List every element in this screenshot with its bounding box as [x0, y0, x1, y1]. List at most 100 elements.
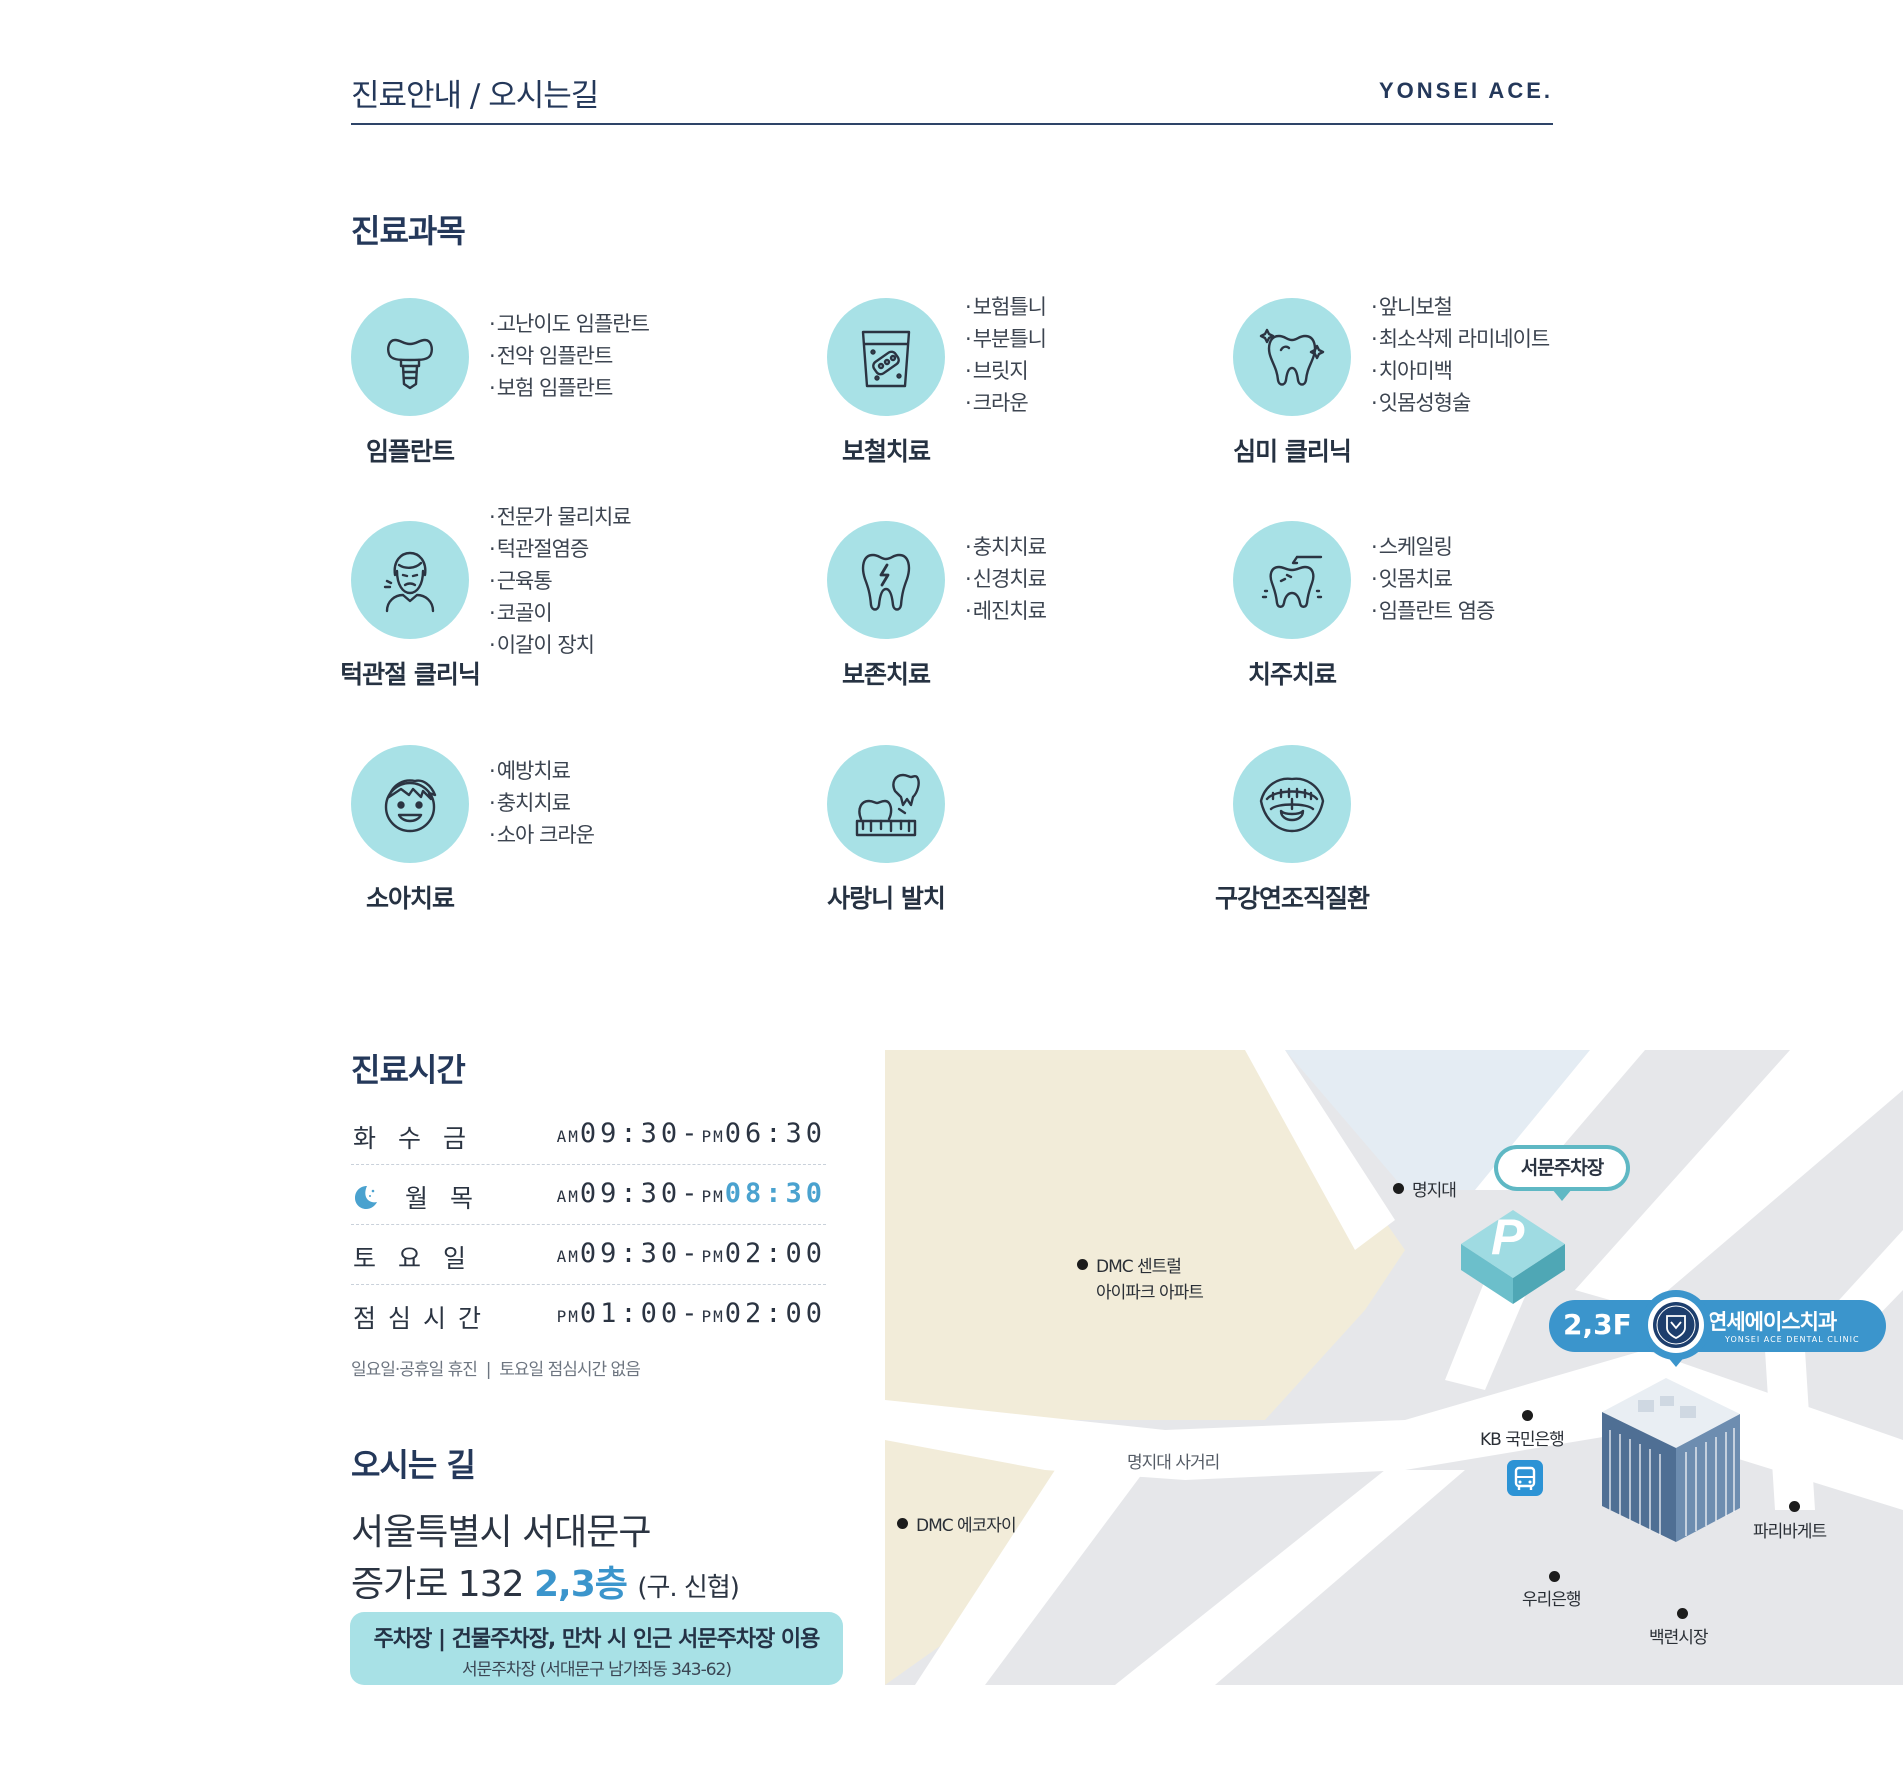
- map-label-kb: KB 국민은행: [1480, 1430, 1565, 1450]
- hours-time: AM09:30-PM08:30: [556, 1178, 826, 1209]
- implant-tooth-icon: [351, 298, 469, 416]
- location-map: 명지대 DMC 센트럴 아이파크 아파트 명지대 사거리 DMC 에코자이 KB…: [885, 1050, 1903, 1685]
- treatment-item: 스케일링: [1371, 531, 1494, 563]
- smiling-child-icon: [351, 745, 469, 863]
- hours-time: AM09:30-PM06:30: [556, 1118, 826, 1149]
- treatment-list: 예방치료 충치치료 소아 크라운: [489, 755, 595, 851]
- dept-name: 사랑니 발치: [827, 884, 946, 913]
- dept-name: 소아치료: [365, 884, 455, 913]
- treatment-list: 충치치료 신경치료 레진치료: [965, 531, 1047, 627]
- hours-day: 점심시간: [353, 1304, 494, 1333]
- treatment-item: 레진치료: [965, 595, 1047, 627]
- treatment-item: 치아미백: [1371, 355, 1549, 387]
- address-line1: 서울특별시 서대문구: [351, 1512, 652, 1553]
- address-line2: 증가로 132 2,3층 (구. 신협): [351, 1564, 740, 1605]
- cracked-tooth-icon: [827, 521, 945, 639]
- dept-name: 임플란트: [365, 437, 455, 466]
- dept-pediatric: 소아치료 예방치료 충치치료 소아 크라운: [351, 745, 751, 945]
- clinic-name: 연세에이스치과: [1708, 1310, 1837, 1334]
- map-marker-dot: [1789, 1501, 1800, 1512]
- map-background: [885, 1050, 1903, 1685]
- treatment-item: 보험 임플란트: [489, 372, 649, 404]
- parking-pin-label: 서문주차장: [1498, 1149, 1626, 1187]
- header-divider: [351, 123, 1553, 125]
- hours-row: 토요일 AM09:30-PM02:00: [351, 1225, 826, 1285]
- clinic-emblem-ring: [1641, 1290, 1711, 1360]
- scaling-tooth-icon: [1233, 521, 1351, 639]
- treatment-item: 앞니보철: [1371, 291, 1549, 323]
- hours-row: 점심시간 PM01:00-PM02:00: [351, 1285, 826, 1345]
- parking-main: 주차장 | 건물주차장, 만차 시 인근 서문주차장 이용: [373, 1627, 821, 1652]
- treatment-item: 신경치료: [965, 563, 1047, 595]
- treatment-item: 코골이: [489, 597, 631, 629]
- map-label-baekryeon: 백련시장: [1649, 1628, 1709, 1648]
- parking-cube: [1461, 1210, 1565, 1304]
- brand-logo-text: YONSEI ACE.: [1379, 78, 1553, 103]
- dept-conservative: 보존치료 충치치료 신경치료 레진치료: [827, 521, 1227, 721]
- page-title: 진료안내 / 오시는길: [351, 78, 599, 114]
- hours-table: 화수금 AM09:30-PM06:30 월목 AM09:30-PM08:30 토…: [351, 1105, 826, 1345]
- treatment-item: 턱관절염증: [489, 533, 631, 565]
- hours-time: AM09:30-PM02:00: [556, 1238, 826, 1269]
- denture-cup-icon: [827, 298, 945, 416]
- dept-name: 보철치료: [841, 437, 931, 466]
- treatment-item: 보험틀니: [965, 291, 1047, 323]
- treatment-list: 스케일링 잇몸치료 임플란트 염증: [1371, 531, 1496, 627]
- directions-title: 오시는 길: [351, 1446, 476, 1484]
- clinic-floor: 2,3F: [1563, 1308, 1632, 1341]
- sparkle-tooth-icon: [1233, 298, 1351, 416]
- wisdom-tooth-icon: [827, 745, 945, 863]
- map-label-paris: 파리바게트: [1753, 1522, 1827, 1542]
- address-floor: 2,3층: [533, 1564, 628, 1605]
- map-marker-dot: [1077, 1259, 1088, 1270]
- treatment-item: 크라운: [965, 387, 1046, 419]
- dept-prosthetics: 보철치료 보험틀니 부분틀니 브릿지 크라운: [827, 295, 1227, 498]
- treatment-list: 앞니보철 최소삭제 라미네이트 치아미백 잇몸성형술: [1371, 291, 1551, 419]
- hours-row: 화수금 AM09:30-PM06:30: [351, 1105, 826, 1165]
- hours-time: PM01:00-PM02:00: [556, 1298, 826, 1329]
- map-label-dmc-ecoxi: DMC 에코자이: [916, 1516, 1017, 1536]
- dept-wisdom-tooth: 사랑니 발치: [827, 745, 1227, 945]
- treatment-item: 이갈이 장치: [489, 629, 631, 661]
- dept-oral-soft-tissue: 구강연조직질환: [1215, 745, 1633, 945]
- treatment-item: 전악 임플란트: [489, 340, 649, 372]
- treatment-item: 예방치료: [489, 755, 594, 787]
- treatment-item: 소아 크라운: [489, 819, 595, 851]
- treatment-item: 잇몸치료: [1371, 563, 1494, 595]
- dept-name: 구강연조직질환: [1214, 884, 1370, 913]
- map-marker-dot: [1677, 1608, 1688, 1619]
- dept-aesthetic: 심미 클리닉 앞니보철 최소삭제 라미네이트 치아미백 잇몸성형술: [1233, 295, 1633, 498]
- parking-info-box: 주차장 | 건물주차장, 만차 시 인근 서문주차장 이용 서문주차장 (서대문…: [350, 1612, 843, 1685]
- dept-tmj: 턱관절 클리닉 전문가 물리치료 턱관절염증 근육통 코골이 이갈이 장치: [340, 505, 751, 721]
- dept-name: 심미 클리닉: [1233, 437, 1352, 466]
- map-label-intersection: 명지대 사거리: [1127, 1453, 1220, 1473]
- address-old-name: (구. 신협): [637, 1573, 740, 1603]
- treatment-item: 전문가 물리치료: [489, 501, 632, 533]
- treatment-item: 잇몸성형술: [1371, 387, 1549, 419]
- treatment-item: 최소삭제 라미네이트: [1371, 323, 1551, 355]
- open-mouth-icon: [1233, 745, 1351, 863]
- clinic-building: [1602, 1378, 1740, 1542]
- parking-pin: 서문주차장: [1494, 1145, 1630, 1201]
- moon-icon: [355, 1186, 377, 1209]
- map-marker-dot: [897, 1518, 908, 1529]
- dept-name: 턱관절 클리닉: [340, 660, 481, 689]
- bus-stop-icon: [1507, 1460, 1543, 1496]
- parking-letter: P: [1491, 1209, 1525, 1265]
- treatment-item: 근육통: [489, 565, 631, 597]
- hours-day: 월목: [405, 1184, 496, 1213]
- map-marker-dot: [1522, 1410, 1533, 1421]
- clinic-name-en: YONSEI ACE DENTAL CLINIC: [1725, 1335, 1860, 1344]
- map-label-myongji: 명지대: [1412, 1181, 1457, 1201]
- hours-day: 화수금: [353, 1124, 489, 1153]
- hours-title: 진료시간: [351, 1051, 466, 1089]
- jaw-pain-person-icon: [351, 521, 469, 639]
- treatment-item: 충치치료: [965, 531, 1047, 563]
- dept-implant: 임플란트 고난이도 임플란트 전악 임플란트 보험 임플란트: [351, 298, 751, 498]
- clinic-pin-tail: [1666, 1355, 1686, 1367]
- hours-row-night: 월목 AM09:30-PM08:30: [351, 1165, 826, 1225]
- clinic-pin: 2,3F 연세에이스치과 YONSEI ACE DENTAL CLINIC: [1549, 1300, 1886, 1352]
- departments-title: 진료과목: [351, 212, 466, 250]
- treatment-item: 브릿지: [965, 355, 1046, 387]
- parking-pin-tail: [1552, 1189, 1572, 1201]
